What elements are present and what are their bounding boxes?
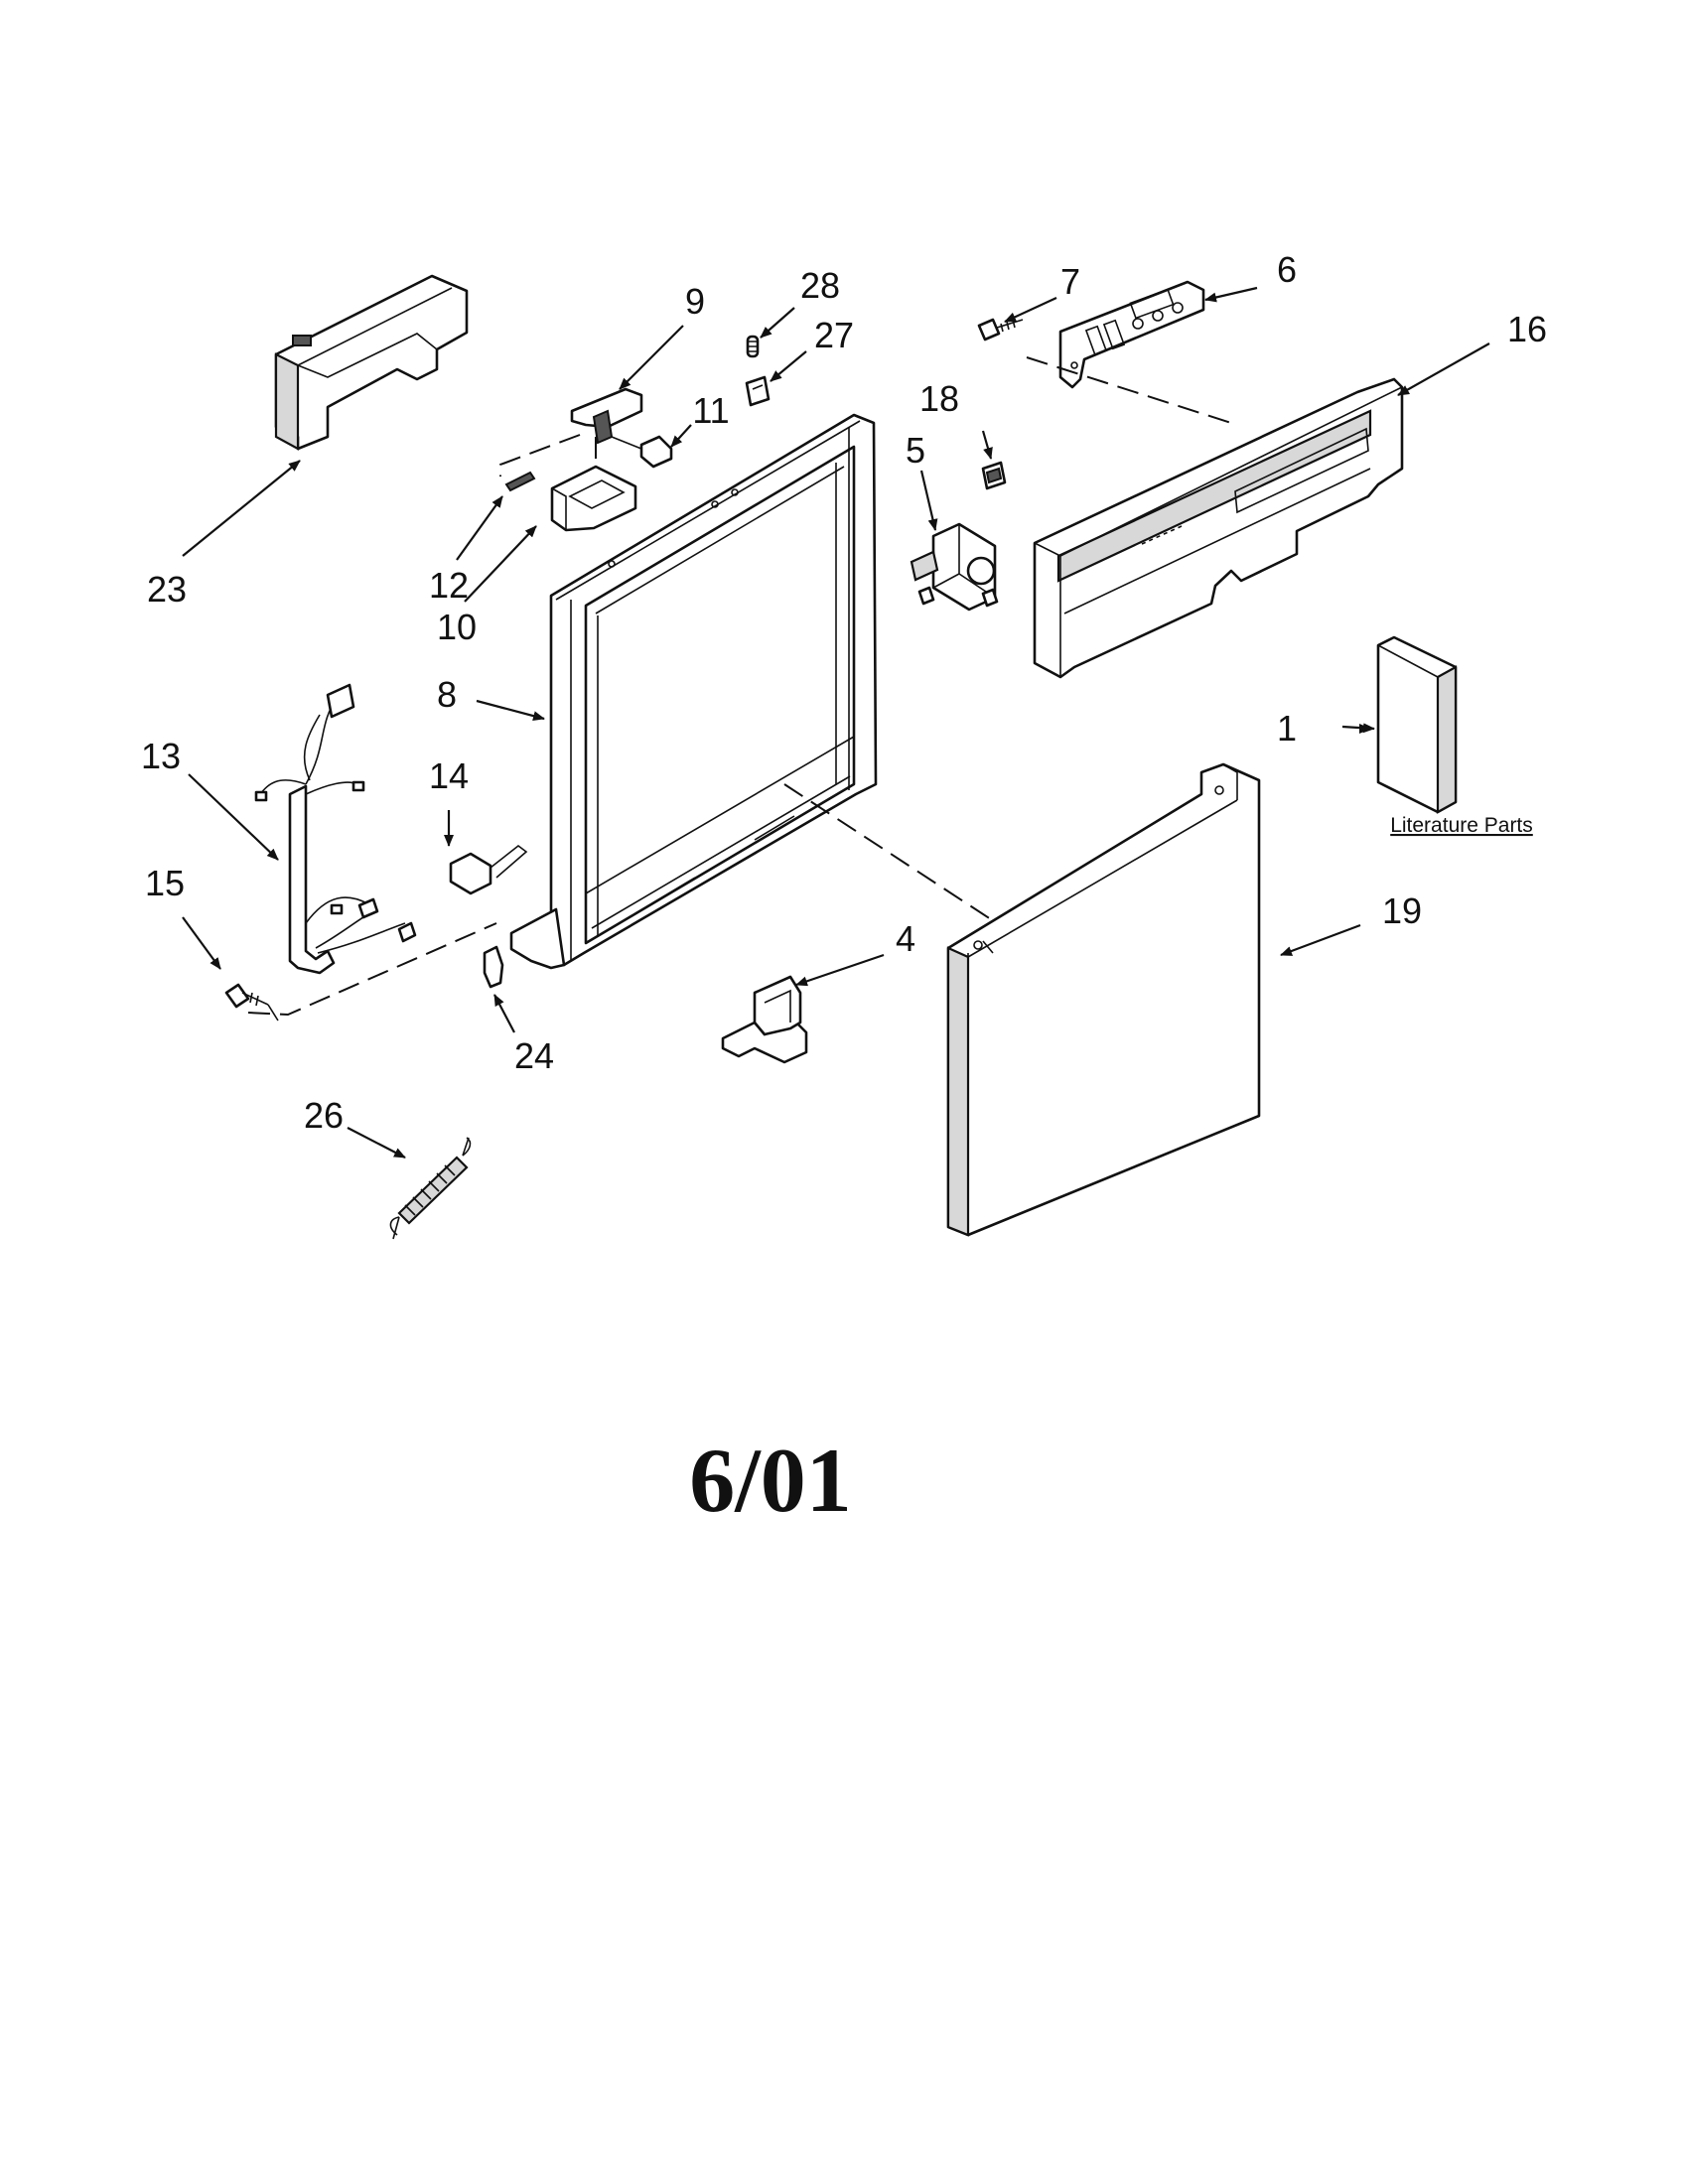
date-label: 6/01 [689,1430,852,1531]
literature-parts-label: Literature Parts [1390,814,1533,837]
part-8-door-frame [509,413,878,970]
arrow-18 [981,430,993,460]
part-10-latch-housing [550,465,637,532]
callout-26: 26 [304,1095,344,1136]
arrow-6 [1204,286,1258,303]
arrow-26 [347,1127,406,1159]
arrow-27 [770,350,807,382]
arrow-9 [619,325,684,390]
callout-16: 16 [1507,309,1547,349]
callout-10: 10 [437,607,477,647]
arrow-24 [493,994,515,1033]
part-9-latch [570,387,643,445]
callout-19: 19 [1382,890,1422,931]
part-26-spring [389,1137,472,1240]
callout-8: 8 [437,674,457,715]
part-15-screw [224,983,279,1022]
part-16-console-panel [1033,377,1404,679]
arrow-5 [919,470,938,531]
callout-9: 9 [685,281,705,322]
callout-28: 28 [800,265,840,306]
part-6-touchpad [1058,280,1205,389]
callout-4: 4 [896,918,915,959]
callout-7: 7 [1060,261,1080,302]
callout-1: 1 [1277,708,1297,749]
part-19-door-panel [946,762,1261,1237]
part-14-connector [449,844,528,895]
arrow-15 [182,916,221,970]
part-11-connector [611,435,673,469]
callout-6: 6 [1277,249,1297,290]
part-28-spring [746,335,760,358]
callout-12: 12 [429,565,469,606]
part-4-hinge [721,975,808,1064]
callout-labels: 1 4 5 6 7 8 9 10 11 12 13 14 15 16 18 19… [141,249,1547,1136]
part-27-clip [745,375,771,407]
part-5-switch [910,522,999,612]
callout-11: 11 [692,390,729,431]
part-1-literature: Literature Parts [1376,635,1533,837]
arrow-19 [1280,923,1361,957]
arrow-11 [670,424,692,448]
callout-14: 14 [429,755,469,796]
arrow-23 [182,460,301,557]
arrow-1b [1341,723,1375,734]
arrow-28 [760,307,795,339]
part-13-wire-harness [254,683,417,975]
part-23-access-panel [274,274,469,451]
alignment-lines [247,356,1232,1017]
arrow-16 [1397,342,1490,396]
arrow-4 [795,953,885,987]
callout-27: 27 [814,315,854,355]
part-7-screw [977,318,1024,341]
callout-23: 23 [147,569,187,610]
callout-15: 15 [145,863,185,903]
arrow-12 [456,495,503,561]
arrow-7 [1004,297,1057,323]
callout-18: 18 [919,378,959,419]
part-24-clip [483,945,504,989]
arrow-13 [188,773,279,861]
part-18-clip [981,461,1007,490]
arrow-8 [476,699,545,722]
callout-13: 13 [141,736,181,776]
arrow-10 [464,525,537,603]
callout-24: 24 [514,1035,554,1076]
callout-5: 5 [906,430,925,471]
part-12-pin [504,471,536,492]
leader-arrows [182,286,1490,1159]
